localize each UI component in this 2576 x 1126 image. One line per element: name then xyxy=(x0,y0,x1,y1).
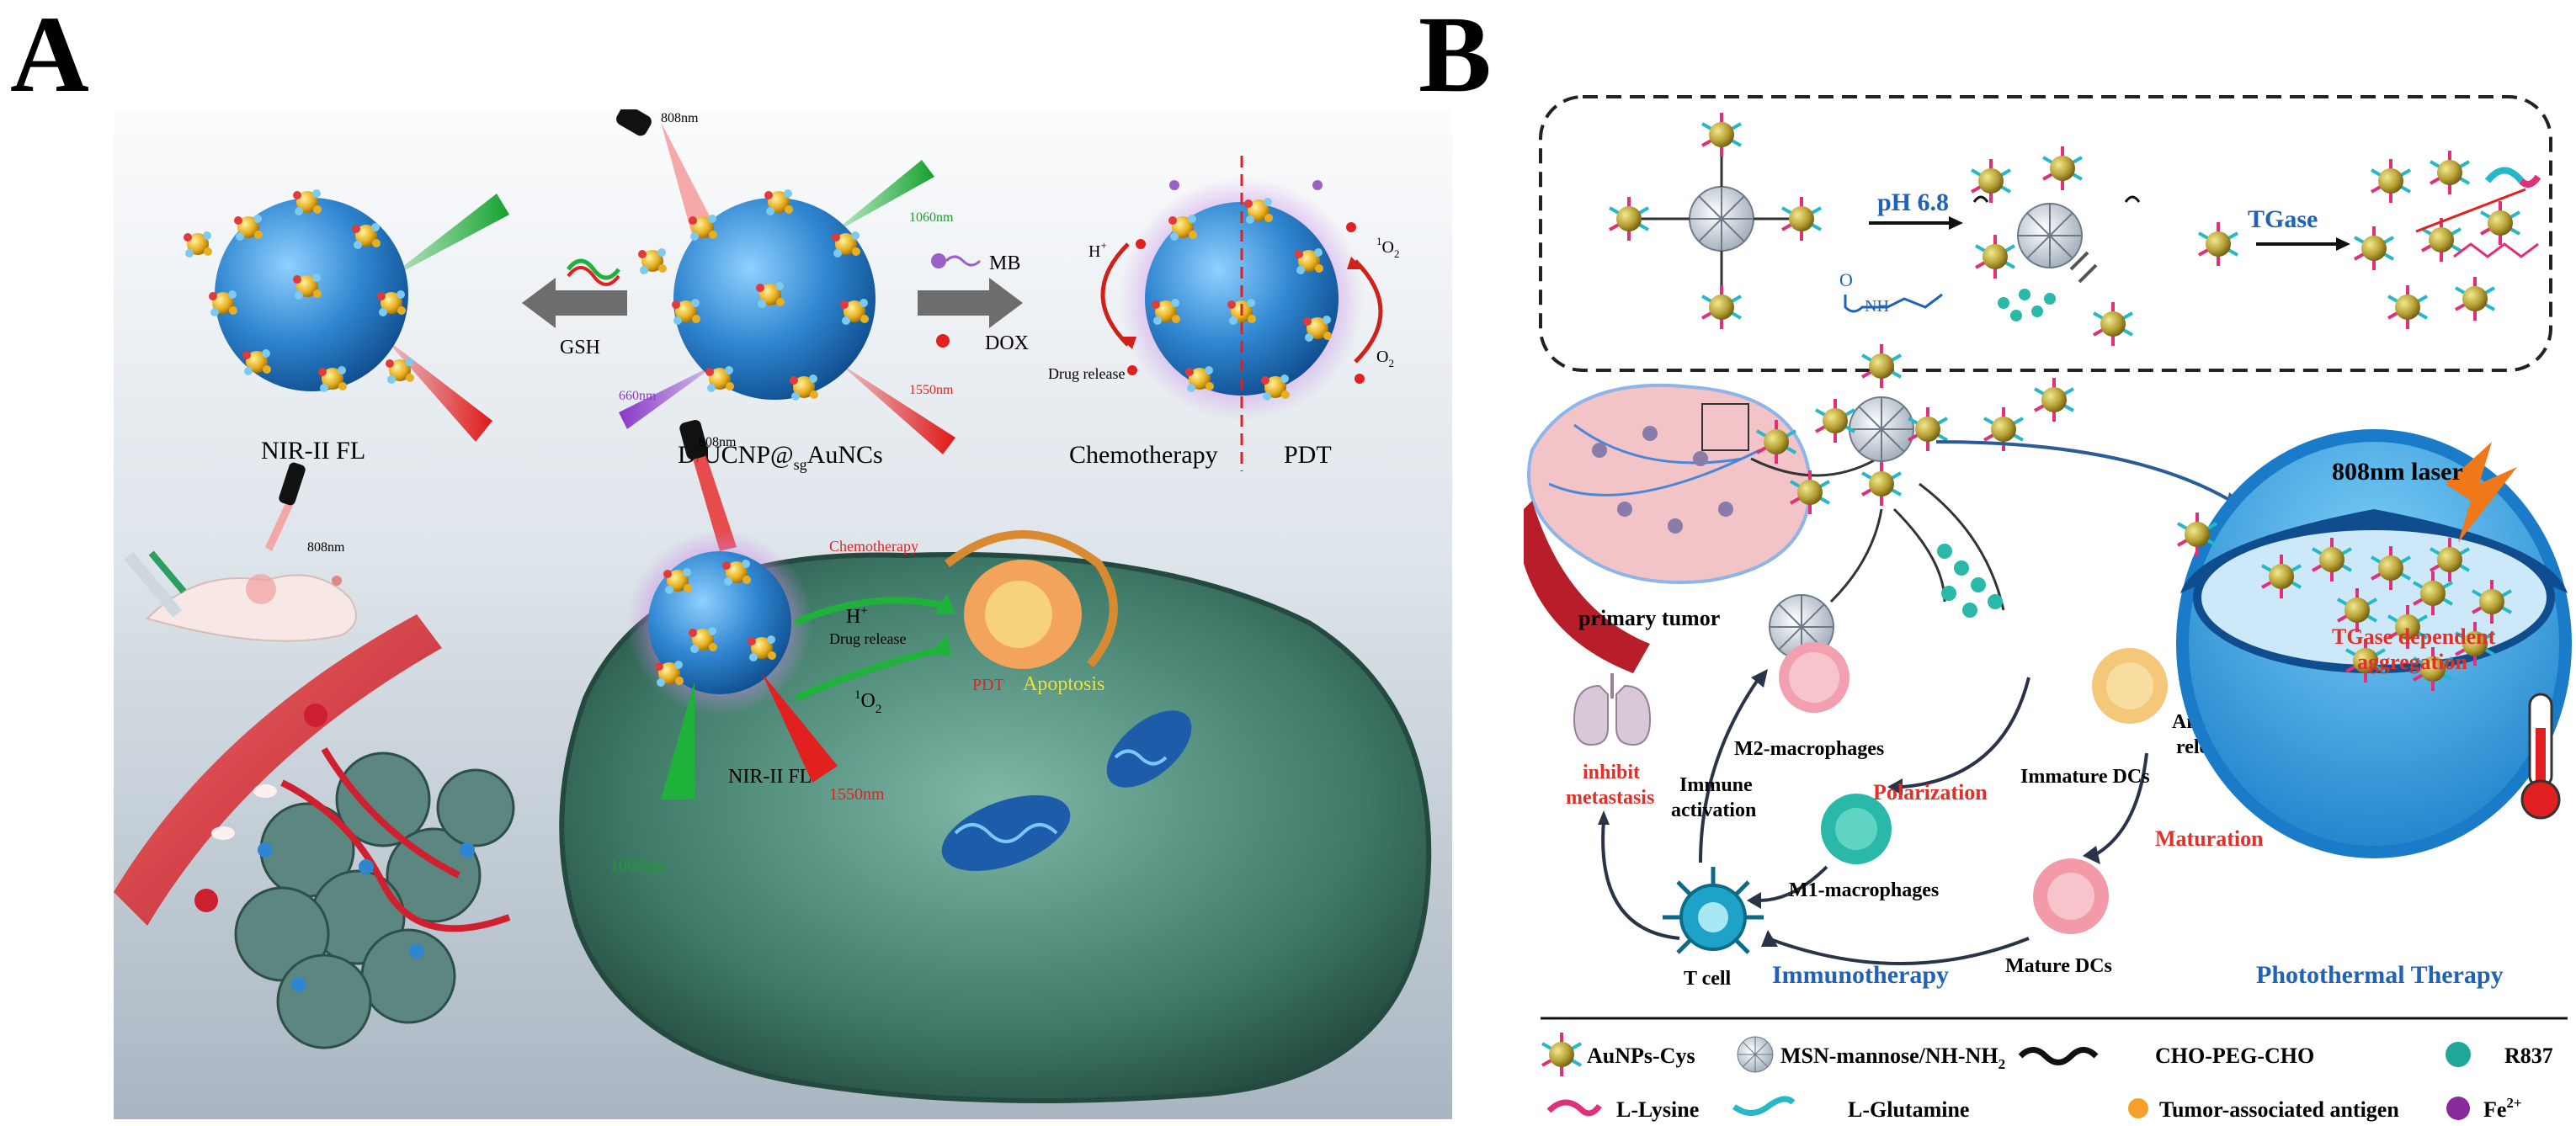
legend-r837: R837 xyxy=(2504,1044,2553,1068)
legend-fe: Fe2+ xyxy=(2483,1095,2522,1122)
t-cell xyxy=(1663,867,1764,954)
legend-peg: CHO-PEG-CHO xyxy=(2155,1044,2314,1068)
primary-tumor-illustration xyxy=(1524,383,1878,673)
mb-dox-arrow xyxy=(918,253,1023,348)
nir-fl-particle xyxy=(184,189,509,442)
singlet-oxygen-top: 1O2 xyxy=(1376,235,1399,260)
pdt-top-label: PDT xyxy=(1284,441,1332,469)
wl-808-mouse: 808nm xyxy=(307,540,345,555)
lungs-icon xyxy=(1573,673,1652,746)
antigen-icon xyxy=(2128,1098,2148,1118)
legend: AuNPs-Cys MSN-mannose/NH-NH2 CHO-PEG-CHO… xyxy=(1541,1031,2553,1122)
hydrazone-structure: O xyxy=(1839,269,1853,290)
drug-release-cell: Drug release xyxy=(829,630,906,647)
wl-1550-cell: 1550nm xyxy=(829,785,885,804)
tgase-top-label: TGase xyxy=(2248,205,2318,233)
mb-label: MB xyxy=(989,252,1020,274)
cell-illustration xyxy=(559,419,1432,1103)
msn-icon xyxy=(1737,1036,1774,1073)
apoptosis-label: Apoptosis xyxy=(1023,673,1104,695)
m2-label: M2-macrophages xyxy=(1734,738,1884,760)
gsh-arrow xyxy=(522,258,627,328)
immune-activation-1: Immune xyxy=(1679,774,1753,796)
wl-808-cell: 808nm xyxy=(699,435,737,449)
panel-b-letter: B xyxy=(1418,0,1492,115)
panel-b-figure: O pH 6.8 NH TGase primary tumor xyxy=(1524,95,2572,1122)
oxygen-top: O2 xyxy=(1376,348,1394,369)
photothermal-label: Photothermal Therapy xyxy=(2256,961,2504,989)
drug-release-top: Drug release xyxy=(1048,365,1125,382)
legend-msn: MSN-mannose/NH-NH2 xyxy=(1780,1044,2005,1072)
mouse-illustration xyxy=(124,462,357,642)
dox-label: DOX xyxy=(985,332,1029,354)
hplus-top: H+ xyxy=(1088,239,1107,261)
m1-label: M1-macrophages xyxy=(1789,879,1939,901)
laser-label: 808nm laser xyxy=(2332,458,2463,486)
chemo-pdt-particle xyxy=(1100,156,1383,471)
nir-fl-cell-label: NIR-II FL xyxy=(728,766,812,788)
chemotherapy-cell-label: Chemotherapy xyxy=(829,538,918,555)
lysine-icon xyxy=(1546,1099,1602,1117)
primary-tumor-label: primary tumor xyxy=(1578,606,1720,630)
nh-label: NH xyxy=(1865,297,1889,316)
liposome-illustration xyxy=(2176,429,2572,858)
panel-a-figure: NIR-II FL GSH 808nm 1060nm 660nm 1550nm … xyxy=(114,109,1452,1119)
nir-fl-label: NIR-II FL xyxy=(261,437,365,465)
mechanism-illustration: O xyxy=(1608,111,2541,348)
wl-808-top: 808nm xyxy=(661,111,699,125)
wl-1550-top: 1550nm xyxy=(909,383,954,397)
chemotherapy-top-label: Chemotherapy xyxy=(1069,441,1218,469)
peg-icon xyxy=(2018,1047,2099,1065)
legend-aunp: AuNPs-Cys xyxy=(1587,1044,1695,1068)
fe-icon xyxy=(2446,1097,2470,1120)
aunp-icon xyxy=(1541,1031,1583,1078)
tgase-aggregation-2: aggregation xyxy=(2357,650,2467,674)
hplus-cell: H+ xyxy=(846,604,868,628)
tgase-aggregation-1: TGase dependent xyxy=(2332,624,2496,649)
singlet-oxygen-cell: 1O2 xyxy=(854,688,881,716)
polarization-label: Polarization xyxy=(1873,780,1988,805)
pdt-cell-label: PDT xyxy=(972,676,1004,694)
maturation-label: Maturation xyxy=(2155,826,2264,851)
particles-distribution xyxy=(1755,343,2246,660)
immunotherapy-label: Immunotherapy xyxy=(1772,961,1949,989)
mechanism-box xyxy=(1539,95,2552,372)
mature-dcs-label: Mature DCs xyxy=(2005,955,2112,977)
panel-a-letter: A xyxy=(10,0,89,115)
immature-dcs-label: Immature DCs xyxy=(2020,766,2150,788)
legend-lysine: L-Lysine xyxy=(1616,1097,1699,1122)
r837-icon xyxy=(2446,1042,2471,1067)
legend-antigen: Tumor-associated antigen xyxy=(2159,1097,2399,1122)
wl-660-top: 660nm xyxy=(619,389,657,403)
wl-1060-cell: 1060nm xyxy=(610,857,666,875)
glutamine-icon xyxy=(1732,1096,1796,1116)
gsh-label: GSH xyxy=(560,337,600,359)
t-cell-label: T cell xyxy=(1684,968,1732,990)
tumor-vessel xyxy=(114,614,515,1049)
ucnp-particle xyxy=(616,109,955,454)
wl-1060-top: 1060nm xyxy=(909,210,954,225)
inhibit-label-1: inhibit xyxy=(1583,762,1640,783)
legend-glutamine: L-Glutamine xyxy=(1848,1097,1969,1122)
immune-activation-2: activation xyxy=(1671,799,1756,821)
ph-label: pH 6.8 xyxy=(1877,189,1949,216)
inhibit-label-2: metastasis xyxy=(1566,787,1654,809)
